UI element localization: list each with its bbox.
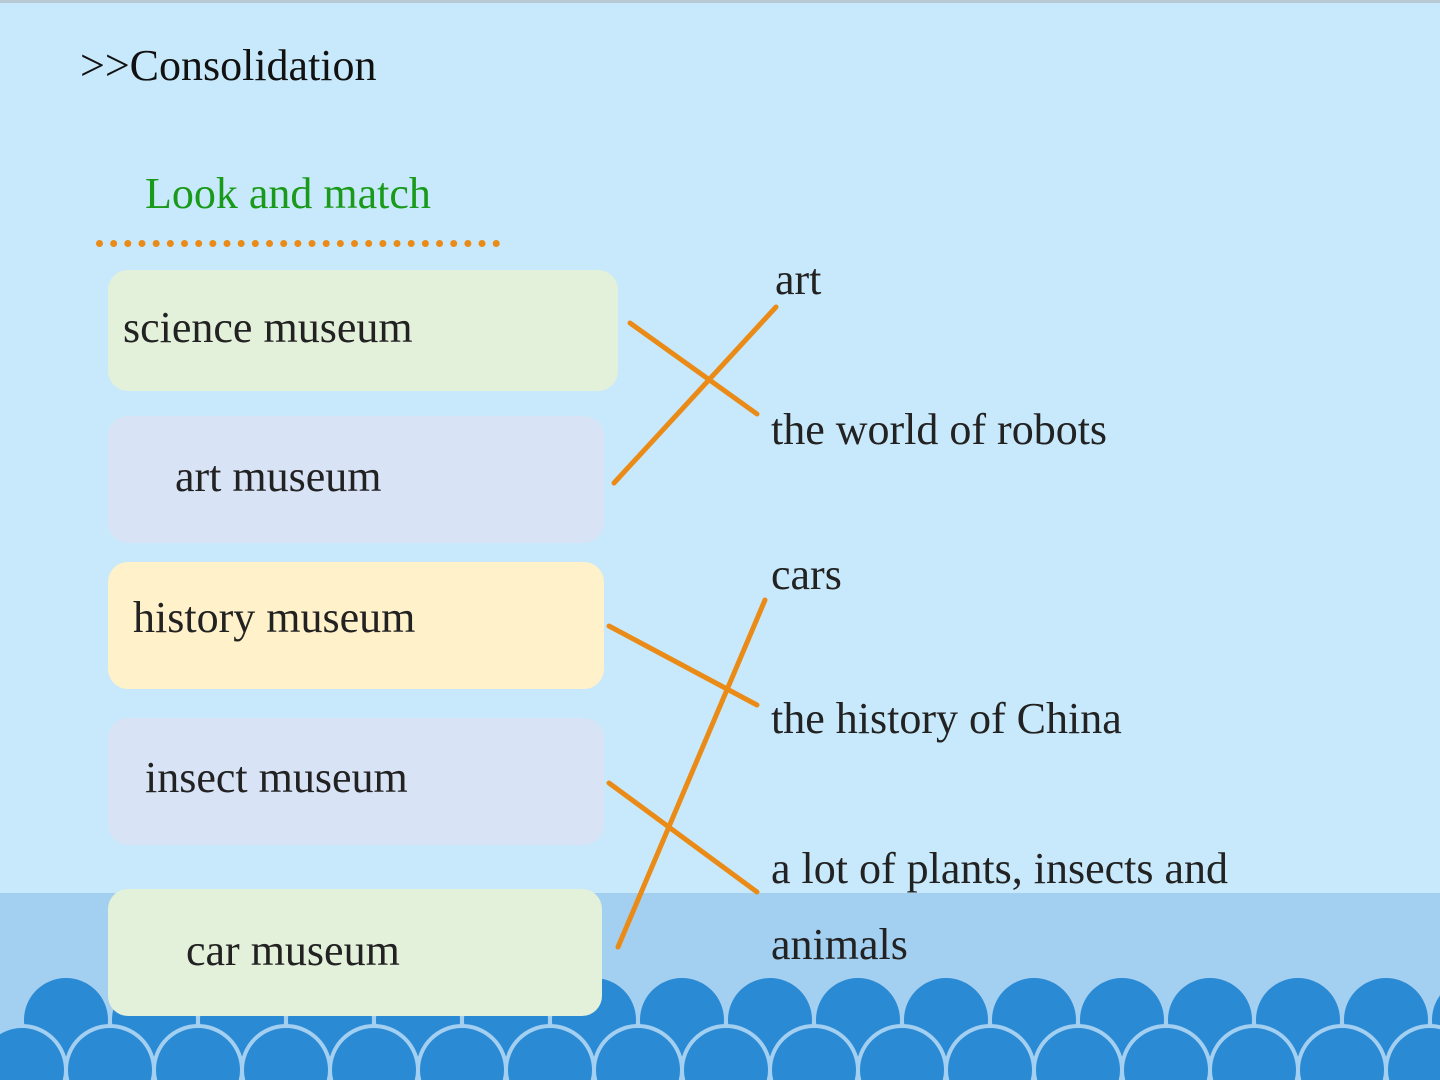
museum-label: car museum xyxy=(186,926,400,975)
match-line xyxy=(611,304,779,486)
topic-art[interactable]: art xyxy=(775,255,822,304)
museum-box-insect[interactable]: insect museum xyxy=(108,718,604,845)
wave-bump xyxy=(1384,1024,1440,1080)
museum-label: science museum xyxy=(123,303,413,352)
topic-cars[interactable]: cars xyxy=(771,550,842,599)
dotted-divider xyxy=(96,240,500,247)
museum-label: insect museum xyxy=(145,753,408,802)
topic-plants-insects-line1[interactable]: a lot of plants, insects and xyxy=(771,844,1229,893)
museum-box-history[interactable]: history museum xyxy=(108,562,604,689)
topic-history-of-china[interactable]: the history of China xyxy=(771,694,1122,743)
match-line xyxy=(615,597,768,950)
slide-heading: >>Consolidation xyxy=(80,41,377,90)
museum-box-science[interactable]: science museum xyxy=(108,270,618,391)
match-line xyxy=(606,623,760,708)
museum-box-art[interactable]: art museum xyxy=(108,416,604,543)
topic-world-of-robots[interactable]: the world of robots xyxy=(771,405,1108,454)
top-border xyxy=(0,0,1440,3)
topic-plants-insects-line2[interactable]: animals xyxy=(771,920,908,969)
match-line xyxy=(627,320,760,417)
museum-box-car[interactable]: car museum xyxy=(108,889,602,1016)
museum-label: history museum xyxy=(133,593,416,642)
wave-decoration xyxy=(0,974,1440,1080)
museum-label: art museum xyxy=(175,452,382,501)
instruction-title: Look and match xyxy=(145,169,431,218)
match-line xyxy=(606,780,760,895)
